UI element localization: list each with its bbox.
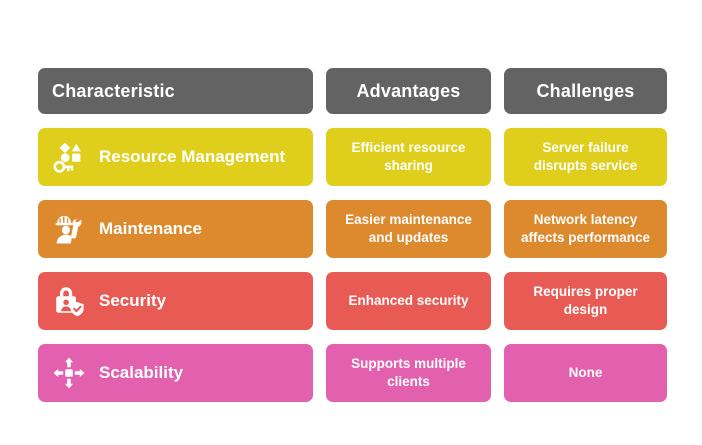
table-row-characteristic-cell: Resource Management [38,128,313,186]
resource-shapes-key-icon [52,140,86,174]
table-row-challenge-cell: None [504,344,667,402]
column-header-challenges: Challenges [504,68,667,114]
column-header-characteristic-label: Characteristic [52,80,175,101]
table-row-characteristic-label: Security [99,290,167,310]
worker-hardhat-wrench-icon [52,212,86,246]
table-row-characteristic-label: Maintenance [99,218,202,238]
table-row-characteristic-cell: Maintenance [38,200,313,258]
table-row-advantage-cell: Enhanced security [326,272,491,330]
table-row-advantage-label: Supports multiple clients [351,356,466,389]
table-row-characteristic-cell: Security [38,272,313,330]
column-header-characteristic: Characteristic [38,68,313,114]
table-row-characteristic-label: Scalability [99,362,184,382]
table-row-advantage-label: Enhanced security [348,293,469,309]
column-header-challenges-label: Challenges [536,80,635,101]
table-row-challenge-cell: Server failure disrupts service [504,128,667,186]
table-row-characteristic-label: Resource Management [99,146,286,166]
table-row-advantage-cell: Easier maintenance and updates [326,200,491,258]
four-arrows-expand-icon [52,356,86,390]
table-row-advantage-label: Easier maintenance and updates [345,212,472,245]
table-row-challenge-label: Network latency affects performance [520,212,651,245]
table-row-challenge-label: None [568,365,603,381]
table-row-advantage-cell: Efficient resource sharing [326,128,491,186]
table-row-challenge-label: Requires proper design [533,284,638,317]
table-row-challenge-cell: Network latency affects performance [504,200,667,258]
column-header-advantages-label: Advantages [356,80,461,101]
padlock-user-shield-check-icon [52,284,86,318]
table-grid: Characteristic Advantages Challenges [38,68,667,402]
column-header-advantages: Advantages [326,68,491,114]
table-row-advantage-label: Efficient resource sharing [351,140,466,173]
table-row-advantage-cell: Supports multiple clients [326,344,491,402]
table-row-characteristic-cell: Scalability [38,344,313,402]
table-row-challenge-cell: Requires proper design [504,272,667,330]
table-row-challenge-label: Server failure disrupts service [533,140,638,173]
